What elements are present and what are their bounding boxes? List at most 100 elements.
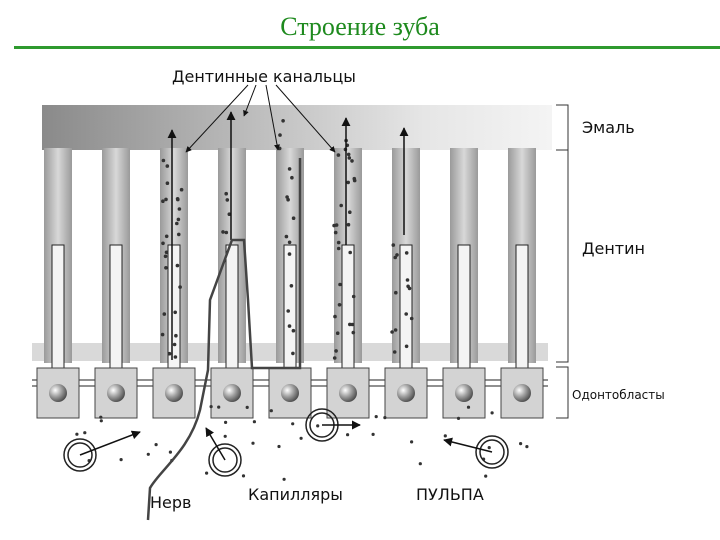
particle-dot (393, 255, 398, 260)
particle-dot (162, 312, 167, 316)
particle-dot (286, 197, 290, 202)
particle-dot (346, 222, 351, 227)
particle-dot (99, 419, 103, 423)
particle-dot (405, 278, 410, 282)
particle-dot (350, 159, 354, 163)
particle-dot (519, 442, 523, 446)
particle-dot (333, 230, 338, 235)
particle-dot (338, 282, 342, 287)
particle-dot (278, 133, 282, 137)
cell-nucleus (397, 384, 415, 402)
particle-dot (287, 240, 292, 245)
particle-dot (285, 195, 289, 199)
dentinal-canals-label: Дентинные канальцы (172, 67, 356, 86)
particle-dot (404, 251, 409, 255)
particle-dot (484, 474, 488, 478)
particle-dot (178, 285, 182, 289)
particle-dot (161, 241, 165, 246)
particle-dot (241, 474, 246, 478)
particle-dot (225, 198, 230, 202)
particle-dot (350, 322, 355, 327)
particle-dot (209, 405, 213, 409)
particle-dot (291, 422, 295, 426)
nerve-fiber (146, 158, 302, 521)
particle-dot (487, 446, 491, 450)
odontoblast-process (457, 244, 471, 371)
particle-dot (176, 197, 180, 202)
pulp-circles (63, 408, 509, 477)
particle-dot (177, 207, 182, 211)
odontoblast-process (283, 244, 297, 371)
particle-dot (217, 405, 221, 409)
particle-dot (83, 431, 87, 435)
upward-arrows (167, 111, 409, 360)
particle-dot (391, 243, 396, 247)
particle-dot (390, 330, 394, 334)
pulp-arrows (79, 420, 493, 461)
particle-dot (347, 156, 352, 160)
particle-dot (410, 440, 414, 444)
particle-dot (286, 309, 291, 313)
layer-brackets (556, 104, 569, 419)
particle-dot (289, 284, 294, 288)
particle-dot (316, 424, 320, 428)
odontoblast-process (515, 244, 529, 371)
cell-nucleus (339, 384, 357, 402)
odontoblast-cells (36, 367, 544, 419)
particle-dot (409, 316, 414, 321)
capillaries-label: Капилляры (248, 485, 343, 504)
pulp-label: ПУЛЬПА (416, 485, 484, 504)
particle-dot (337, 303, 342, 307)
particle-dot (290, 175, 294, 180)
particle-dot (299, 436, 303, 440)
particle-dot (404, 312, 409, 316)
particle-dot (404, 344, 409, 349)
cell-nucleus (513, 384, 531, 402)
particle-dot (336, 153, 341, 157)
particle-dot (221, 230, 225, 234)
odontoblast-process (399, 244, 413, 371)
particle-dot (277, 444, 281, 449)
particle-dot (173, 355, 178, 359)
particle-dot (165, 181, 170, 185)
particle-dot (224, 191, 228, 196)
odontoblast-cell (442, 367, 486, 419)
particle-dot (223, 434, 227, 438)
particle-dot (161, 199, 165, 203)
particle-dot (287, 252, 292, 256)
odontoblast-process (225, 244, 239, 371)
particle-dot (418, 462, 422, 466)
particle-dot (164, 234, 169, 239)
particle-dot (351, 330, 356, 335)
particle-dot (177, 232, 181, 237)
particle-dot (172, 342, 177, 347)
particle-dot (394, 290, 398, 295)
particle-dot (332, 356, 337, 360)
particle-dot (164, 250, 169, 255)
particle-dot (165, 164, 170, 168)
particle-dot (168, 450, 172, 454)
particle-dot (346, 433, 350, 437)
particle-dot (336, 246, 341, 251)
dentin-tubules (44, 148, 536, 371)
particle-dot (334, 349, 338, 353)
particle-dot (525, 445, 529, 449)
particle-dot (175, 221, 179, 226)
particle-dot (443, 434, 447, 438)
particle-dot (333, 314, 337, 319)
particle-dot (335, 331, 340, 336)
cell-nucleus (281, 384, 299, 402)
particle-dot (332, 223, 336, 228)
particle-dot (348, 250, 353, 255)
cell-nucleus (223, 384, 241, 402)
particle-dot (205, 471, 209, 475)
particle-dot (291, 216, 296, 220)
particle-dot (395, 253, 399, 257)
particle-dot (287, 167, 292, 171)
particle-dot (224, 230, 229, 235)
diagram-title: Строение зуба (280, 12, 440, 41)
particle-dot (348, 210, 352, 214)
particle-dot (351, 294, 356, 299)
particle-dot (346, 152, 351, 157)
odontoblast-process (51, 244, 65, 371)
